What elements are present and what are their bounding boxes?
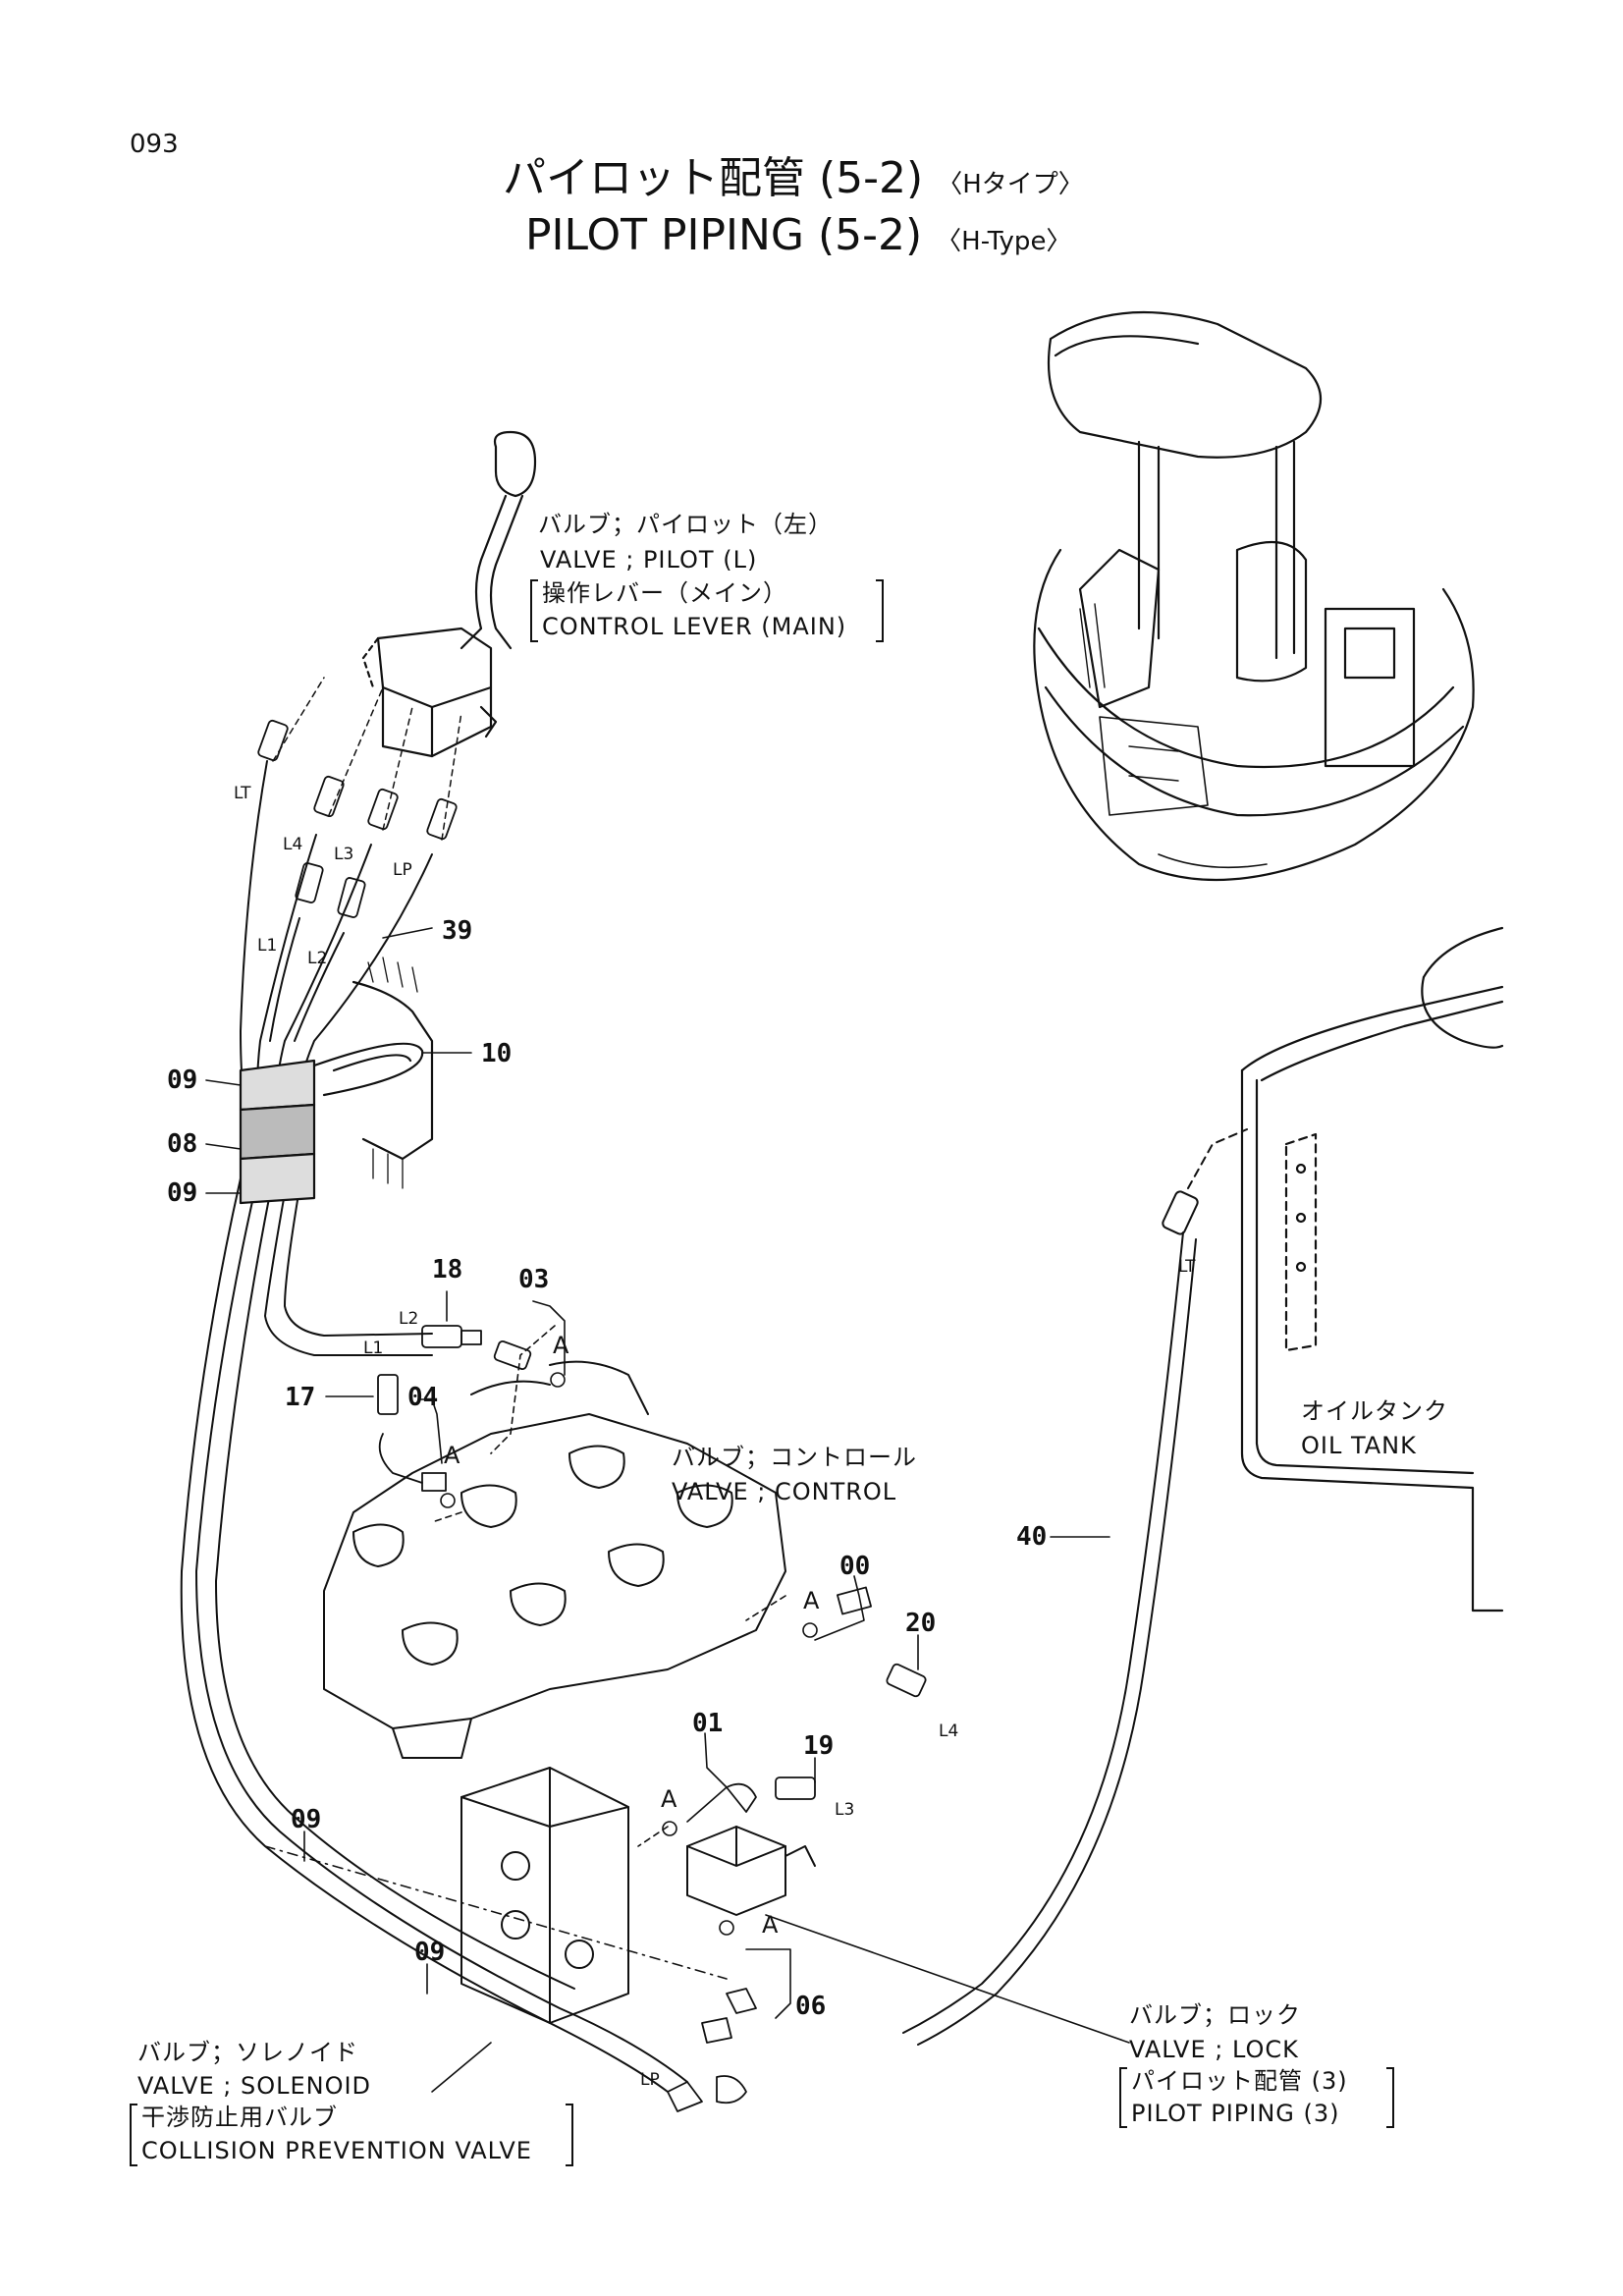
part-number-09-center: 09 [414,1938,446,1967]
detail-mark-a-4: A [661,1785,678,1813]
part-number-18: 18 [432,1255,463,1285]
hose-tag-l3-low: L3 [835,1800,855,1820]
solenoid-valve-illustration [460,1767,629,2024]
solenoid-valve-bracket-left [130,2104,137,2166]
tank-return-hose [902,1128,1248,2046]
solenoid-valve-sub-ja: 干渉防止用バルブ [141,2104,338,2131]
lock-valve-sub-en: PILOT PIPING (3) [1131,2100,1340,2127]
oil-tank-illustration [1240,926,1504,1613]
pilot-valve-bracket-right [876,579,884,642]
hose-tag-lp-low: LP [640,2070,660,2090]
excavator-cab-illustration [1033,310,1475,882]
pilot-valve-sub-ja: 操作レバー（メイン） [542,579,787,607]
lock-valve-bracket-left [1119,2067,1127,2128]
hose-clamps [239,957,434,1205]
part-number-39: 39 [442,916,473,946]
oil-tank-label-ja: オイルタンク [1301,1397,1448,1425]
solenoid-valve-label-ja: バルブ；ソレノイド [137,2039,358,2066]
part-number-00: 00 [839,1552,871,1581]
hose-tag-l2-top: L2 [307,949,328,968]
lock-valve-illustration [686,1826,1130,2044]
hose-tag-l1-mid: L1 [363,1339,384,1358]
part-number-03: 03 [518,1265,550,1294]
detail-mark-a-1: A [553,1332,570,1359]
pipe-fittings [377,1325,927,2112]
page-title-ja: パイロット配管 (5-2) 〈Hタイプ〉 [503,157,1084,200]
part-number-20: 20 [905,1609,937,1638]
hose-tag-lt-tank: LT [1178,1257,1196,1277]
detail-mark-a-3: A [803,1587,821,1614]
part-number-09-lower: 09 [167,1178,198,1208]
solenoid-valve-label-en: VALVE ; SOLENOID [137,2072,372,2100]
hose-tag-l2-mid: L2 [399,1309,419,1329]
pilot-valve-bracket-left [530,579,538,642]
page-number: 093 [130,130,179,159]
lock-valve-bracket-right [1386,2067,1394,2128]
lock-valve-label-en: VALVE ; LOCK [1129,2036,1299,2063]
hose-tag-l4-top: L4 [283,835,303,854]
control-valve-label-ja: バルブ；コントロール [672,1444,917,1471]
part-number-17: 17 [285,1383,316,1412]
solenoid-valve-bracket-right [566,2104,573,2166]
hose-fittings-top [257,677,462,918]
part-number-06: 06 [795,1992,827,2021]
part-number-08: 08 [167,1129,198,1159]
part-number-10: 10 [481,1039,513,1068]
oil-tank-label-en: OIL TANK [1301,1432,1417,1459]
solenoid-valve-sub-en: COLLISION PREVENTION VALVE [141,2137,532,2164]
lock-valve-label-ja: バルブ；ロック [1129,2001,1301,2029]
pilot-valve-label-en: VALVE ; PILOT (L) [540,546,758,574]
hose-tag-l1-top: L1 [257,936,278,956]
lock-valve-sub-ja: パイロット配管 (3) [1131,2067,1348,2095]
pilot-valve-label-ja: バルブ；パイロット（左） [538,511,833,538]
detail-mark-a-5: A [762,1911,780,1939]
part-number-09-upper: 09 [167,1066,198,1095]
hose-tag-lt-top: LT [234,784,251,803]
part-number-40: 40 [1016,1522,1048,1552]
part-number-19: 19 [803,1731,835,1761]
title-ja-text: パイロット配管 (5-2) [503,153,924,203]
hose-tag-lp-top: LP [393,860,412,880]
part-number-09-left: 09 [291,1805,322,1834]
page-title-en: PILOT PIPING (5-2) 〈H-Type〉 [525,214,1071,257]
hose-bundle [180,760,688,2093]
pilot-valve-sub-en: CONTROL LEVER (MAIN) [542,613,847,640]
hose-tag-l4-low: L4 [939,1722,959,1741]
hose-tag-l3-top: L3 [334,845,354,864]
part-number-01: 01 [692,1709,724,1738]
leader-lines [205,927,1110,2093]
title-en-type: 〈H-Type〉 [936,227,1072,256]
detail-mark-a-2: A [444,1442,461,1469]
title-ja-type: 〈Hタイプ〉 [937,170,1084,199]
o-rings [440,1372,818,1936]
part-number-04: 04 [407,1383,439,1412]
control-valve-illustration [323,1360,786,1759]
control-lever-illustration [361,430,537,758]
control-valve-label-en: VALVE ; CONTROL [672,1478,897,1505]
title-en-text: PILOT PIPING (5-2) [525,210,923,260]
